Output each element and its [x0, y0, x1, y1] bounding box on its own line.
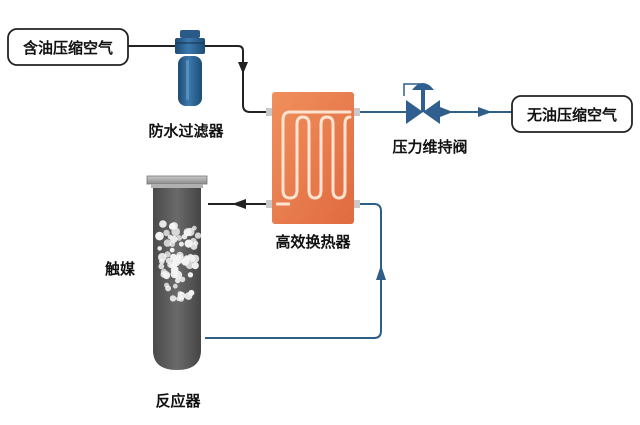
catalyst-particle [169, 222, 176, 230]
catalyst-particle [169, 241, 176, 248]
catalyst-particle [167, 234, 173, 240]
pipe-filter-to-heat-exchanger [205, 45, 270, 113]
catalyst-particle [187, 272, 194, 278]
catalyst-particle [178, 241, 184, 247]
catalyst-particle [157, 246, 162, 251]
catalyst-particle [162, 271, 171, 279]
catalyst-particle [169, 247, 175, 253]
catalyst-particle [156, 233, 162, 238]
catalyst-particle [163, 239, 172, 247]
pressure-valve [403, 83, 440, 124]
catalyst-particle [172, 283, 178, 289]
heat-exchanger-label: 高效换热器 [275, 233, 351, 251]
catalyst-particle [178, 296, 185, 302]
pressure-valve-label: 压力维持阀 [392, 138, 467, 156]
flow-arrow-down [238, 62, 248, 74]
flow-arrow-right-2 [478, 107, 492, 117]
catalyst-particle [175, 277, 181, 284]
water-filter [175, 30, 205, 106]
catalyst-particle [191, 262, 199, 270]
heat-exchanger [266, 92, 360, 224]
catalyst-label: 触媒 [105, 260, 136, 278]
output-air-label: 无油压缩空气 [526, 106, 617, 124]
catalyst-particle [190, 242, 198, 250]
catalyst-particle [188, 289, 195, 296]
flow-arrow-left [232, 199, 246, 209]
input-air-box: 含油压缩空气 [7, 28, 129, 66]
catalyst-particle [191, 254, 200, 263]
water-filter-label: 防水过滤器 [148, 122, 224, 140]
catalyst-particle [163, 229, 170, 237]
catalyst-particle [170, 270, 179, 279]
catalyst-particle [171, 227, 180, 236]
catalyst-particle [191, 225, 197, 231]
catalyst-particle [176, 235, 183, 241]
catalyst-particle [167, 261, 174, 268]
reactor [146, 175, 208, 370]
flow-arrow-right-1 [440, 107, 453, 117]
heat-exchanger-coil [281, 110, 352, 200]
catalyst-particle [179, 276, 186, 283]
catalyst-particle [173, 266, 179, 272]
pipe-reactor-to-heat-exchanger [205, 203, 382, 339]
catalyst-particle [158, 263, 165, 270]
reactor-label: 反应器 [155, 392, 201, 410]
catalyst-particle [158, 252, 167, 262]
catalyst-particle [165, 285, 172, 292]
output-air-box: 无油压缩空气 [511, 95, 633, 133]
catalyst-particle [175, 254, 185, 263]
catalyst-particle [194, 232, 202, 239]
catalyst-particle [164, 251, 171, 258]
flow-arrow-up [376, 265, 386, 280]
catalyst-particle [169, 295, 177, 302]
catalyst-particles [155, 220, 202, 302]
catalyst-particle [159, 220, 167, 228]
catalyst-particle [183, 229, 191, 237]
input-air-label: 含油压缩空气 [23, 39, 113, 57]
